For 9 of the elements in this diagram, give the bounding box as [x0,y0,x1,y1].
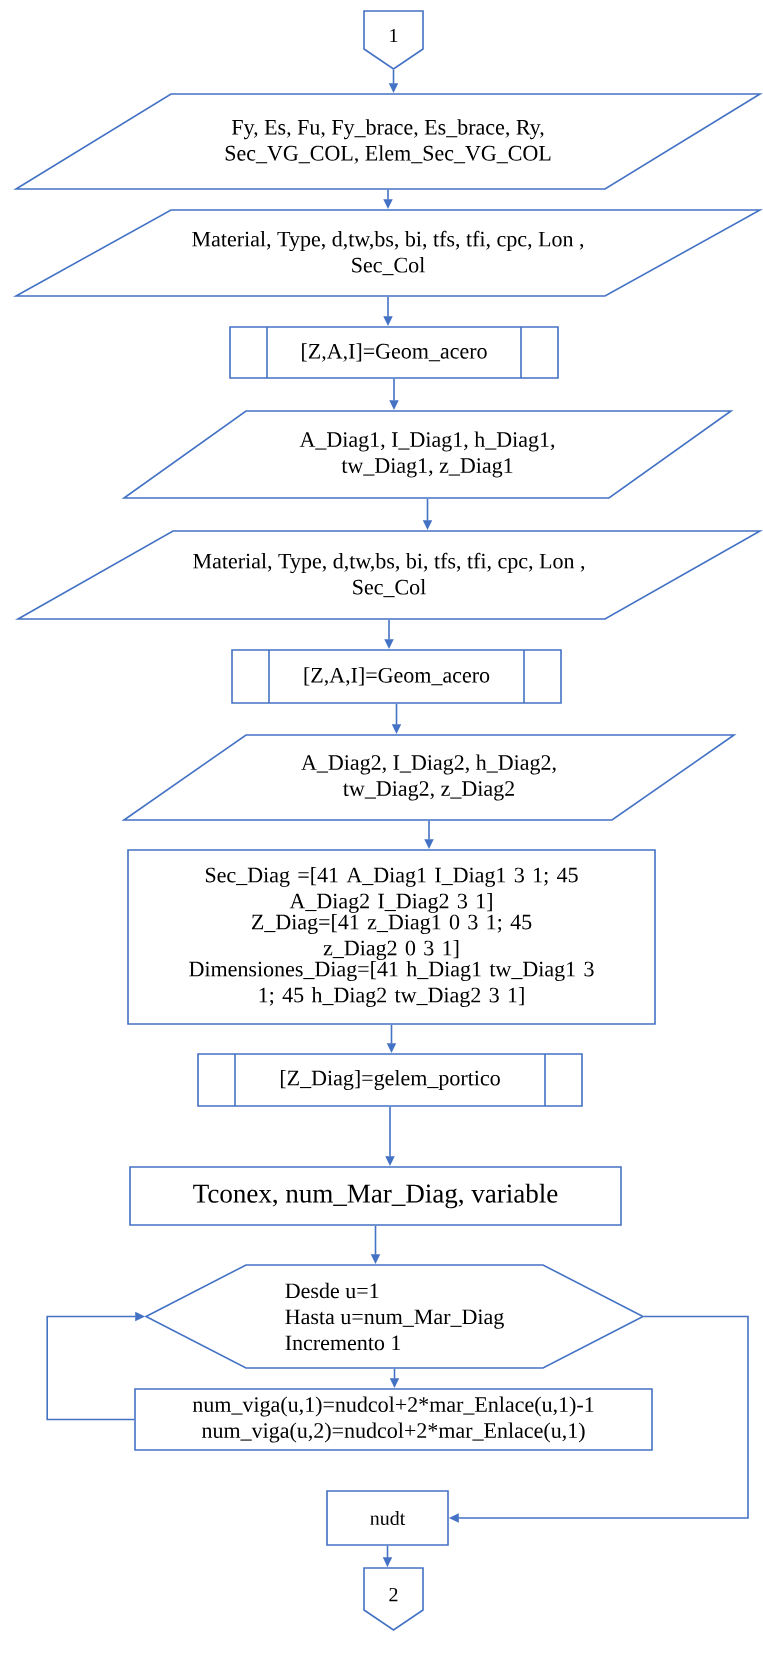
subroutine-box: [Z_Diag]=gelem_portico [197,1053,583,1107]
subroutine-box: [Z,A,I]=Geom_acero [229,326,559,379]
process-box: nudt [326,1490,449,1546]
off-page-connector: 1 [363,10,424,70]
process-box: Tconex, num_Mar_Diag, variable [129,1166,622,1226]
process-box: num_viga(u,1)=nudcol+2*mar_Enlace(u,1)-1 num_viga(u,2)=nudcol+2*mar_Enlace(u,1) [134,1388,653,1451]
subroutine-box: [Z,A,I]=Geom_acero [231,649,562,704]
process-box: Sec_Diag =[41 A_Diag1 I_Diag1 3 1; 45 A_Diag2 I_Diag2 3 1] Z_Diag=[41 z_Diag1 0 3 1; 45 z_Diag2 0 3 1] Dimensiones_Diag=[41 h_Diag1 tw_Diag1 3 1; 45 h_Diag2 tw_Diag2 3 1] [127,849,656,1025]
off-page-connector: 2 [363,1567,424,1631]
